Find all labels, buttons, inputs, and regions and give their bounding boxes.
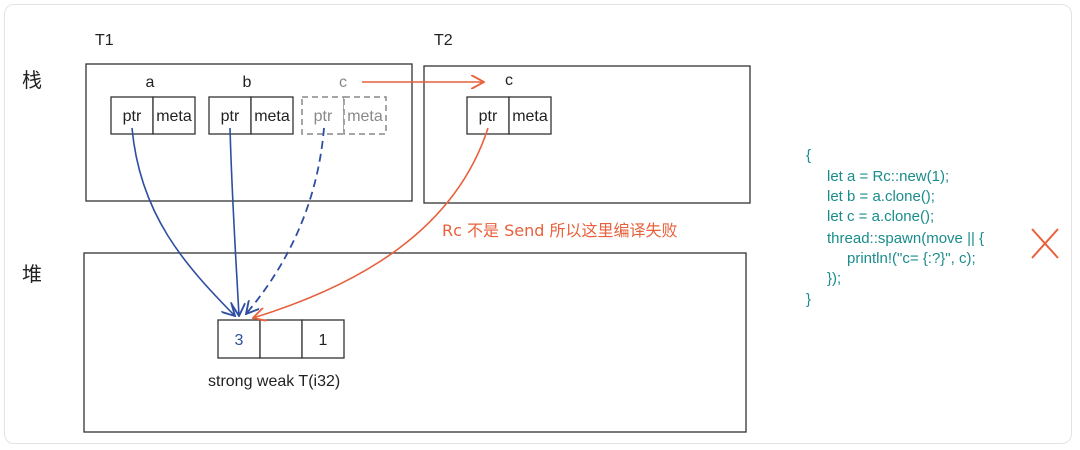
var-c-label: c (339, 74, 347, 91)
ptr-arrow-c-t2 (253, 127, 489, 318)
var-b-label: b (243, 74, 252, 91)
var-a-ptr: ptr (123, 108, 142, 125)
var-a-box: ptr meta (110, 96, 196, 135)
var-b-ptr: ptr (221, 108, 240, 125)
code-line-3: let b = a.clone(); (827, 188, 935, 205)
code-line-1: { (806, 147, 811, 164)
code-line-7: }); (827, 270, 841, 287)
diagram-frame (4, 4, 1072, 444)
var-c-moved-box: ptr meta (301, 96, 387, 135)
var-c-t2-ptr: ptr (479, 108, 498, 125)
code-line-6: println!("c= {:?}", c); (847, 250, 976, 267)
code-block: { let a = Rc::new(1); let b = a.clone();… (806, 147, 984, 308)
code-line-8: } (806, 291, 811, 308)
code-line-4: let c = a.clone(); (827, 208, 934, 225)
var-a-meta: meta (156, 108, 192, 125)
t2-stack-frame (423, 65, 751, 204)
var-c-t2-box: ptr meta (466, 96, 552, 135)
code-line-2: let a = Rc::new(1); (827, 168, 949, 185)
stack-label: 栈 (22, 68, 42, 92)
var-c-t2-label: c (505, 72, 513, 89)
thread-t2-label: T2 (434, 32, 453, 49)
rc-heap-block: 3 1 (217, 319, 345, 359)
code-line-5: thread::spawn(move || { (827, 230, 984, 247)
error-note: Rc 不是 Send 所以这里编译失败 (442, 221, 677, 240)
var-b-box: ptr meta (208, 96, 294, 135)
strong-count: 3 (235, 332, 244, 349)
inner-value: 1 (319, 332, 328, 349)
var-c-t2-meta: meta (512, 108, 548, 125)
var-c-ptr: ptr (314, 108, 333, 125)
var-c-meta: meta (347, 108, 383, 125)
heap-caption: strong weak T(i32) (208, 373, 340, 390)
var-b-meta: meta (254, 108, 290, 125)
ptr-arrow-c-moved (246, 127, 325, 314)
t1-stack-frame (85, 63, 413, 202)
thread-t1-label: T1 (95, 32, 114, 49)
error-cross-icon (1031, 228, 1059, 259)
heap-label: 堆 (22, 262, 42, 286)
ptr-arrow-a (131, 127, 235, 316)
var-a-label: a (146, 74, 155, 91)
heap-frame (83, 252, 747, 433)
ptr-arrow-b (229, 127, 239, 316)
